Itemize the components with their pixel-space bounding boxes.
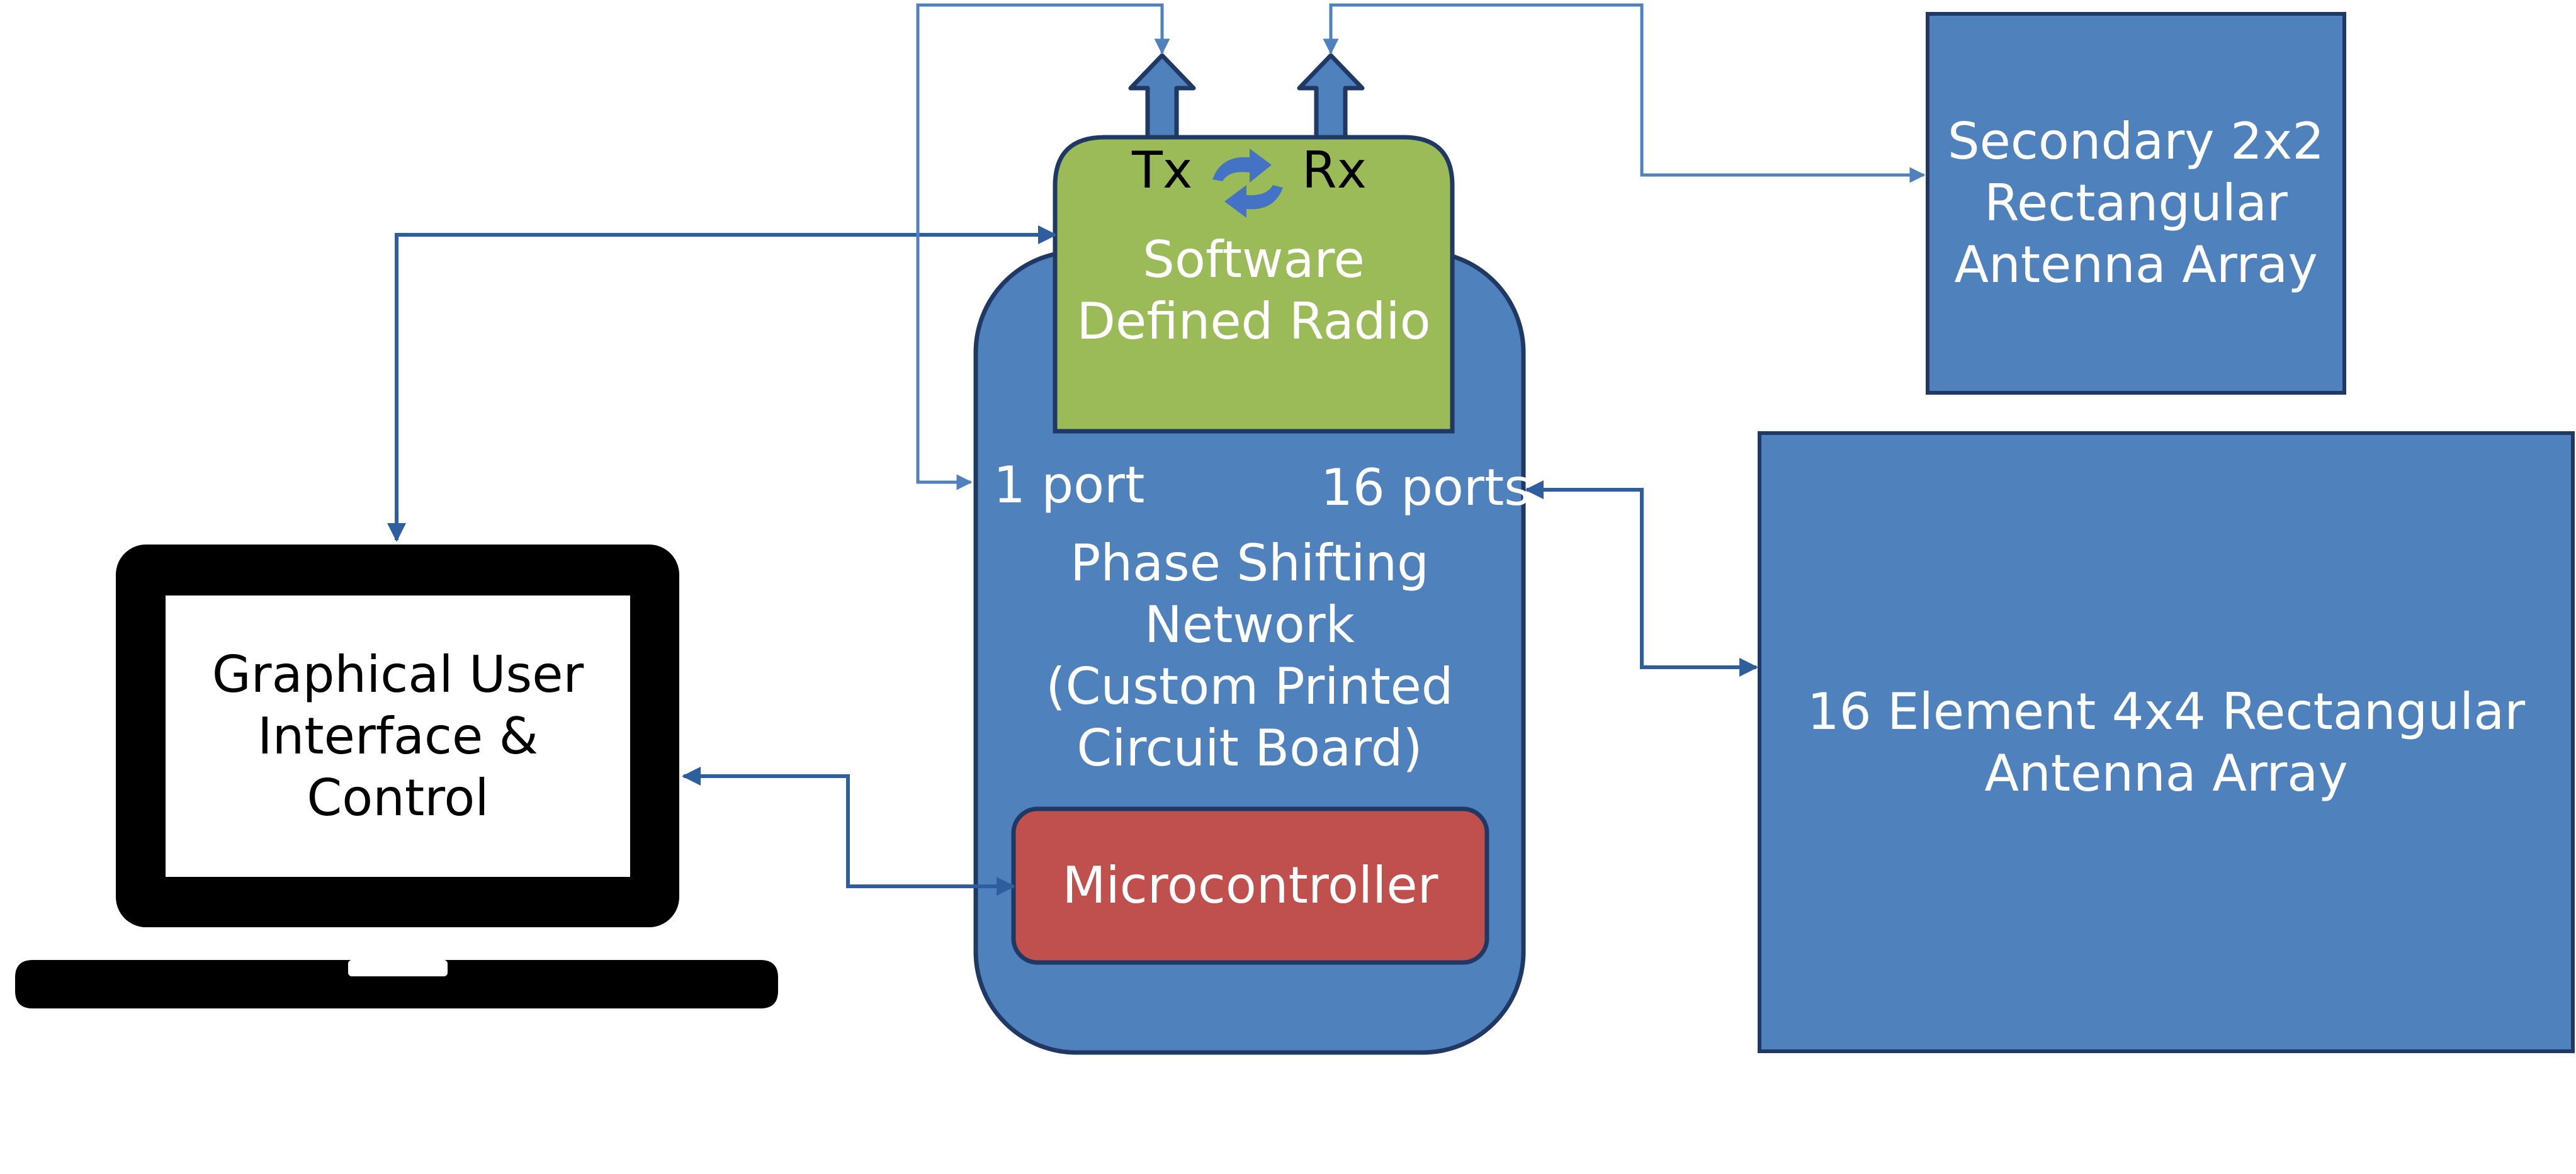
sdr-title: Software Defined Radio — [1055, 228, 1452, 354]
gui-line: Interface & — [257, 706, 538, 765]
secondary-antenna-array-block — [1926, 12, 2346, 395]
connector-1port-to-tx — [916, 3, 1170, 490]
port-in-label: 1 port — [993, 456, 1145, 514]
tx-label: Tx — [1132, 141, 1193, 200]
connector-sdr-to-laptop — [387, 225, 1057, 542]
tx-antenna-arrow — [1128, 53, 1196, 141]
psn-title-line: (Custom Printed — [1046, 657, 1454, 716]
secondary-array-line: Antenna Array — [1954, 235, 2318, 294]
main-array-text: 16 Element 4x4 Rectangular Antenna Array — [1760, 661, 2573, 825]
microcontroller-label-box: Microcontroller — [1014, 809, 1487, 962]
psn-title-line: Phase Shifting — [1070, 534, 1429, 592]
rx-label: Rx — [1302, 141, 1367, 200]
psn-title: Phase Shifting Network (Custom Printed C… — [976, 530, 1523, 782]
connector-rx-to-secondary-array — [1323, 3, 1926, 183]
laptop-icon — [15, 545, 778, 1008]
psn-title-line: Circuit Board) — [1076, 719, 1423, 777]
connector-mcu-to-laptop — [682, 767, 1015, 896]
main-antenna-array-block — [1758, 431, 2575, 1053]
port-out-label: 16 ports — [1321, 458, 1530, 517]
rx-antenna-arrow — [1297, 53, 1365, 141]
secondary-array-line: Secondary 2x2 — [1947, 112, 2325, 171]
sdr-title-line: Defined Radio — [1076, 292, 1431, 351]
gui-line: Control — [307, 768, 489, 827]
gui-screen-text: Graphical User Interface & Control — [166, 595, 630, 877]
main-array-line: Antenna Array — [1984, 744, 2348, 803]
connector-psn-to-main-array — [1525, 480, 1758, 677]
sdr-title-line: Software — [1143, 230, 1365, 289]
psn-title-line: Network — [1144, 595, 1355, 654]
swap-arrows-icon — [1212, 149, 1283, 218]
microcontroller-label: Microcontroller — [1062, 856, 1438, 915]
secondary-array-line: Rectangular — [1984, 174, 2288, 232]
secondary-array-text: Secondary 2x2 Rectangular Antenna Array — [1928, 14, 2344, 393]
main-array-line: 16 Element 4x4 Rectangular — [1807, 682, 2526, 741]
gui-line: Graphical User — [212, 645, 584, 704]
